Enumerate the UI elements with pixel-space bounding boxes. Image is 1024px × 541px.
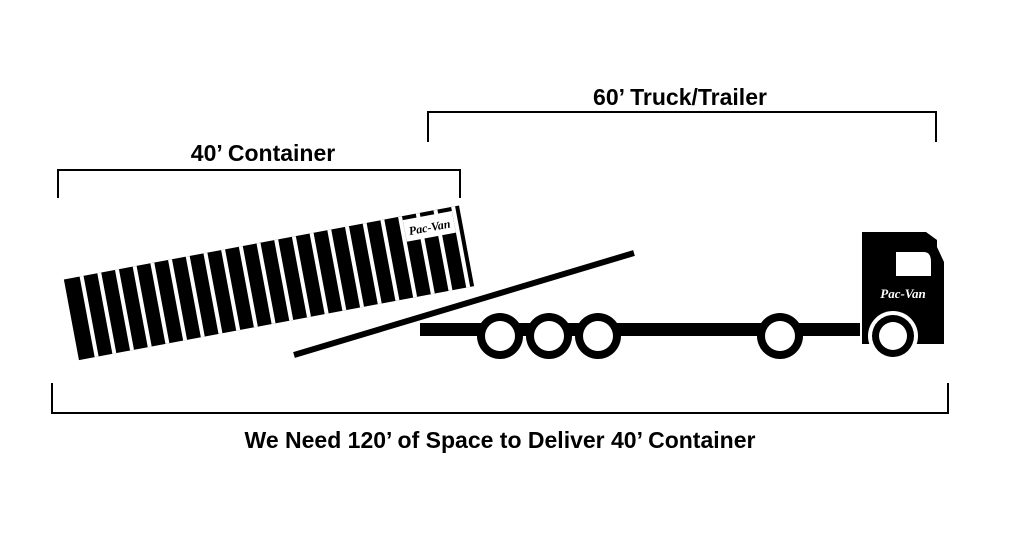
wheel (868, 311, 918, 361)
container-rib-gap (344, 226, 365, 308)
container-rib-gap (185, 255, 205, 338)
container-corrugation (79, 206, 471, 358)
truck-trailer-length-label: 60’ Truck/Trailer (593, 84, 767, 110)
shipping-container: Pac-Van (63, 205, 475, 361)
container-rib-gap (274, 239, 294, 321)
container-rib-gap (309, 232, 329, 315)
container-rib-gap (168, 259, 188, 341)
wheel (757, 313, 803, 359)
container-rib-gap (291, 236, 311, 318)
truck-trailer-bracket (427, 111, 937, 142)
wheel (477, 313, 523, 359)
total-space-label: We Need 120’ of Space to Deliver 40’ Con… (244, 427, 756, 453)
wheel (526, 313, 572, 359)
container-rib-gap (114, 269, 134, 351)
container-body (63, 205, 475, 361)
total-space-bracket (51, 383, 949, 414)
wheel (575, 313, 621, 359)
container-logo-plate (402, 210, 456, 242)
unloading-ramp (293, 250, 635, 358)
cab-window (896, 252, 931, 276)
container-rib-gap (362, 222, 382, 305)
wheels (477, 311, 918, 361)
container-length-label: 40’ Container (190, 140, 336, 166)
container-rib-gap (238, 246, 258, 328)
container-rib-gap (150, 262, 170, 344)
container-rib-gap (79, 275, 99, 358)
truck-logo: Pac-Van (880, 286, 926, 301)
container-rib-gap (203, 252, 223, 334)
container-rib-gap (256, 242, 276, 325)
container-rib-gap (451, 206, 471, 288)
container-rib-gap (327, 229, 347, 311)
container-rib-gap (380, 219, 400, 301)
container-bracket (57, 169, 461, 198)
container-rib-gap (221, 249, 241, 331)
container-rib-gap (97, 272, 117, 354)
container-rib-gap (132, 265, 152, 348)
container-rib-gap (398, 216, 418, 298)
